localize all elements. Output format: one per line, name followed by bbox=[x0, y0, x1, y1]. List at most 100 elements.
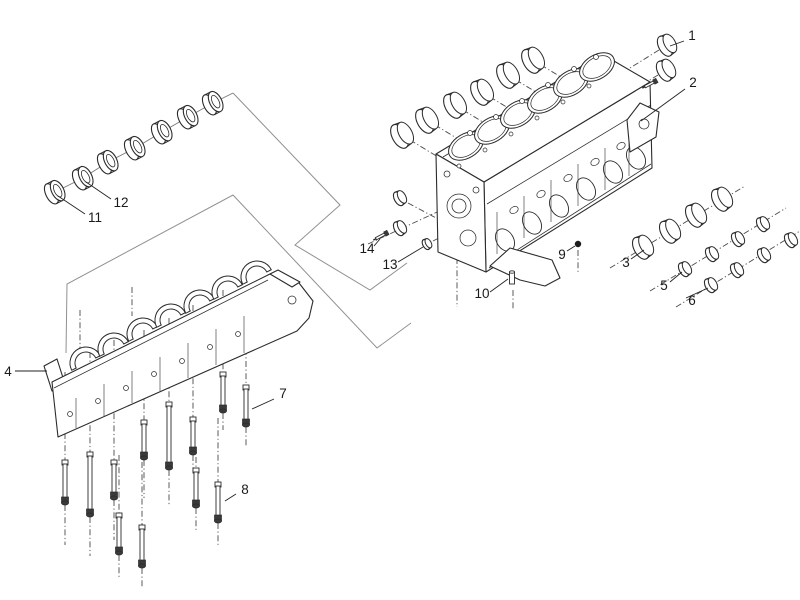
main-bearing-bolt bbox=[242, 384, 250, 428]
cup-plug-edge-top bbox=[499, 62, 506, 66]
bolt-shaft bbox=[220, 375, 226, 407]
row-c-plugs bbox=[783, 232, 799, 249]
bolt-head-base bbox=[138, 563, 146, 569]
main-bearing-bolt bbox=[86, 451, 94, 518]
camshaft-bushing bbox=[176, 104, 199, 130]
cup-plug-dome bbox=[662, 33, 678, 54]
cup-plug-edge-top bbox=[394, 190, 399, 193]
callout-leader-line bbox=[669, 40, 685, 47]
cup-plug-edge-top bbox=[713, 187, 720, 191]
deck-oil-hole bbox=[456, 163, 462, 169]
bedplate-bearing-arches bbox=[67, 260, 272, 428]
bedplate-hole bbox=[67, 411, 73, 417]
bolt-shaft bbox=[215, 485, 221, 517]
callout-leader-line bbox=[566, 245, 576, 252]
head-bolt-hole bbox=[467, 130, 473, 136]
screw-shaft bbox=[374, 232, 386, 241]
deck-oil-hole bbox=[560, 99, 566, 105]
cup-plug-edge-bottom bbox=[405, 143, 412, 149]
bedplate-hole bbox=[179, 358, 185, 364]
bolt-head-base bbox=[214, 518, 222, 524]
cup-plug-edge-top bbox=[661, 219, 668, 223]
head-bolt-hole bbox=[571, 66, 577, 72]
cup-plug-edge-bottom bbox=[646, 254, 652, 260]
main-bearing-arch bbox=[240, 260, 272, 285]
callout-leader-line bbox=[630, 249, 645, 260]
cup-plug-edge-top bbox=[394, 220, 399, 223]
bedplate-hole bbox=[123, 385, 129, 391]
main-bearing-bolt bbox=[138, 524, 146, 569]
assembly-connector-line bbox=[232, 92, 408, 291]
bedplate-hole bbox=[151, 371, 157, 377]
callout-leader-line bbox=[373, 238, 381, 247]
camshaft-bushing bbox=[123, 135, 146, 161]
screw-head bbox=[383, 229, 390, 237]
cup-plug-edge-bottom bbox=[511, 83, 518, 89]
screw-plug bbox=[372, 229, 390, 241]
cup-plug-edge-bottom bbox=[712, 289, 717, 293]
cup-plug-edge-top bbox=[706, 246, 711, 249]
callout-label: 4 bbox=[4, 364, 12, 379]
main-bearing-bolt bbox=[219, 371, 227, 414]
callout-label: 10 bbox=[474, 286, 489, 301]
callout-leader-line bbox=[669, 271, 683, 283]
bolt-head-base bbox=[165, 465, 173, 471]
cup-plug-edge-bottom bbox=[699, 222, 705, 228]
callout-leader-line bbox=[489, 278, 509, 293]
deck-plugs bbox=[470, 78, 495, 106]
bushing-bore bbox=[106, 153, 116, 168]
cup-plug-edge-bottom bbox=[401, 202, 406, 206]
bushing-bore bbox=[211, 94, 221, 109]
top-plugs bbox=[655, 58, 677, 82]
deck-plugs bbox=[496, 61, 521, 89]
cup-plug-dome bbox=[661, 58, 677, 79]
head-bolt-hole bbox=[493, 114, 499, 120]
crankcase-window bbox=[602, 160, 624, 184]
bushing-bore bbox=[81, 169, 91, 184]
cup-plug-edge-bottom bbox=[673, 238, 679, 244]
screw-plug bbox=[641, 77, 659, 89]
bedplate-hole bbox=[207, 344, 213, 350]
deck-plugs bbox=[415, 106, 440, 134]
callout-label: 2 bbox=[689, 75, 697, 90]
bolt-head-base bbox=[242, 422, 250, 428]
bolt-shaft bbox=[62, 463, 68, 499]
block-sump-boss bbox=[489, 247, 561, 287]
small-plug-13 bbox=[421, 238, 433, 251]
head-bolt-hole bbox=[593, 54, 599, 60]
bolt-shaft bbox=[166, 405, 172, 464]
callout-label: 8 bbox=[241, 482, 249, 497]
row-c-plugs bbox=[729, 262, 745, 279]
bolt-head-base bbox=[61, 500, 69, 506]
dowel-pin-top bbox=[509, 270, 515, 274]
cup-plug-edge-bottom bbox=[668, 76, 675, 82]
bedplate-right-top-face bbox=[269, 269, 301, 288]
callout-label: 12 bbox=[113, 195, 128, 210]
bolt-shaft bbox=[87, 455, 93, 511]
bolt-head-base bbox=[189, 450, 197, 456]
bolt-head-base bbox=[110, 495, 118, 501]
block-rear-bracket bbox=[626, 102, 660, 153]
cup-plug-edge-bottom bbox=[669, 51, 676, 57]
cup-plug-edge-top bbox=[785, 232, 790, 235]
cup-plug-edge-bottom bbox=[725, 206, 731, 212]
cup-plug-edge-bottom bbox=[428, 247, 432, 250]
camshaft-bushing bbox=[71, 165, 94, 191]
row-b-plugs bbox=[677, 261, 693, 278]
deck-plugs bbox=[390, 121, 415, 149]
bolt-shaft bbox=[111, 463, 117, 494]
cup-plug-edge-top bbox=[757, 216, 762, 219]
cup-plug-edge-bottom bbox=[738, 274, 743, 278]
row-c-plugs bbox=[703, 277, 719, 294]
cup-plug-edge-top bbox=[473, 79, 480, 83]
block-bores-and-openings bbox=[448, 52, 647, 254]
bedplate-hole bbox=[95, 398, 101, 404]
cylinder-bore-liner bbox=[582, 55, 612, 79]
callout-label: 11 bbox=[88, 210, 102, 225]
cup-plug-edge-top bbox=[658, 59, 665, 63]
loose-parts-layer bbox=[43, 33, 799, 569]
bedplate-right-boss-hole bbox=[287, 295, 297, 305]
callout-leader-line bbox=[85, 181, 112, 200]
main-bearing-bolt bbox=[110, 459, 118, 501]
